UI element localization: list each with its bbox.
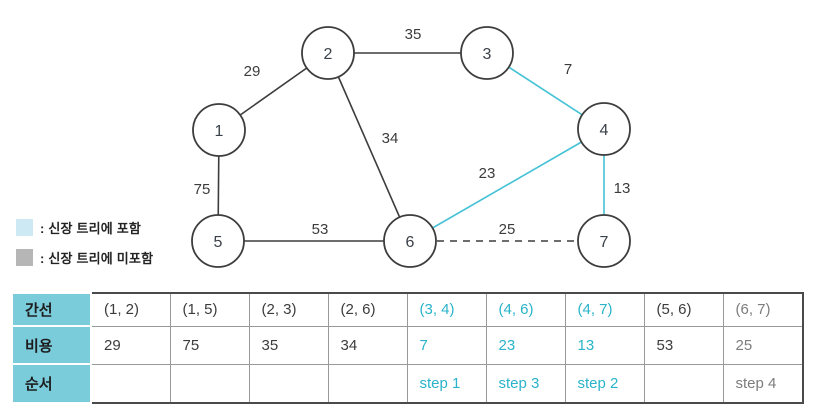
node-label-7: 7 <box>600 234 609 251</box>
edge-2-6 <box>327 52 411 242</box>
graph-node-6: 6 <box>383 214 437 268</box>
node-label-5: 5 <box>214 234 223 251</box>
cell-step-1 <box>169 363 250 404</box>
edge-4-6 <box>409 128 605 242</box>
node-label-6: 6 <box>406 234 415 251</box>
edge-weight-4-6: 23 <box>479 165 496 182</box>
cell-step-8: step 4 <box>722 363 804 404</box>
cell-edge-1: (1, 5) <box>169 292 250 327</box>
cell-cost-1: 75 <box>169 325 250 365</box>
legend: : 신장 트리에 포함 : 신장 트리에 미포함 <box>16 212 153 272</box>
edge-weight-6-7: 25 <box>499 221 516 238</box>
edge-weight-3-4: 7 <box>564 61 572 78</box>
cell-step-5: step 3 <box>485 363 566 404</box>
node-label-1: 1 <box>215 123 224 140</box>
cell-edge-8: (6, 7) <box>722 292 804 327</box>
graph-node-3: 3 <box>460 26 514 80</box>
graph-node-2: 2 <box>301 26 355 80</box>
row-header-edge: 간선 <box>11 292 92 327</box>
cell-cost-3: 34 <box>327 325 408 365</box>
graph-node-7: 7 <box>577 214 631 268</box>
row-header-cost: 비용 <box>11 325 92 365</box>
edge-weight-2-6: 34 <box>382 130 399 147</box>
cell-step-0 <box>90 363 171 404</box>
edge-weight-1-5: 75 <box>194 181 211 198</box>
cell-cost-2: 35 <box>248 325 329 365</box>
edge-cost-step-table: 간선 (1, 2) (1, 5) (2, 3) (2, 6) (3, 4) (4… <box>11 292 804 404</box>
cell-edge-5: (4, 6) <box>485 292 566 327</box>
legend-item-excluded: : 신장 트리에 미포함 <box>16 242 153 272</box>
legend-swatch-excluded-icon <box>16 248 33 266</box>
cell-cost-4: 7 <box>406 325 487 365</box>
cell-cost-5: 23 <box>485 325 566 365</box>
row-header-step: 순서 <box>11 363 92 404</box>
graph-node-5: 5 <box>191 214 245 268</box>
table-row-cost: 비용 29 75 35 34 7 23 13 53 25 <box>11 325 804 365</box>
table-row-step: 순서 step 1 step 3 step 2 step 4 <box>11 363 804 404</box>
graph-diagram: 29 35 7 34 23 13 75 53 25 1 2 3 4 5 <box>191 26 631 268</box>
cell-edge-4: (3, 4) <box>406 292 487 327</box>
cell-cost-6: 13 <box>564 325 645 365</box>
cell-cost-8: 25 <box>722 325 804 365</box>
legend-label-excluded: : 신장 트리에 미포함 <box>40 250 154 266</box>
cell-cost-7: 53 <box>643 325 724 365</box>
cell-step-3 <box>327 363 408 404</box>
cell-edge-0: (1, 2) <box>90 292 171 327</box>
node-label-2: 2 <box>324 46 333 63</box>
cell-edge-2: (2, 3) <box>248 292 329 327</box>
legend-swatch-included-icon <box>16 218 33 236</box>
table-row-edge: 간선 (1, 2) (1, 5) (2, 3) (2, 6) (3, 4) (4… <box>11 292 804 327</box>
legend-label-included: : 신장 트리에 포함 <box>40 220 142 236</box>
cell-cost-0: 29 <box>90 325 171 365</box>
node-label-3: 3 <box>483 46 492 63</box>
legend-item-included: : 신장 트리에 포함 <box>16 212 153 242</box>
cell-step-7 <box>643 363 724 404</box>
cell-edge-6: (4, 7) <box>564 292 645 327</box>
cell-edge-7: (5, 6) <box>643 292 724 327</box>
graph-node-1: 1 <box>192 103 246 157</box>
cell-edge-3: (2, 6) <box>327 292 408 327</box>
cell-step-6: step 2 <box>564 363 645 404</box>
node-label-4: 4 <box>600 122 609 139</box>
graph-node-4: 4 <box>577 102 631 156</box>
cell-step-2 <box>248 363 329 404</box>
edge-weight-1-2: 29 <box>244 63 261 80</box>
edge-weight-5-6: 53 <box>312 221 329 238</box>
edge-weight-2-3: 35 <box>405 26 422 43</box>
cell-step-4: step 1 <box>406 363 487 404</box>
edge-weight-4-7: 13 <box>614 180 631 197</box>
